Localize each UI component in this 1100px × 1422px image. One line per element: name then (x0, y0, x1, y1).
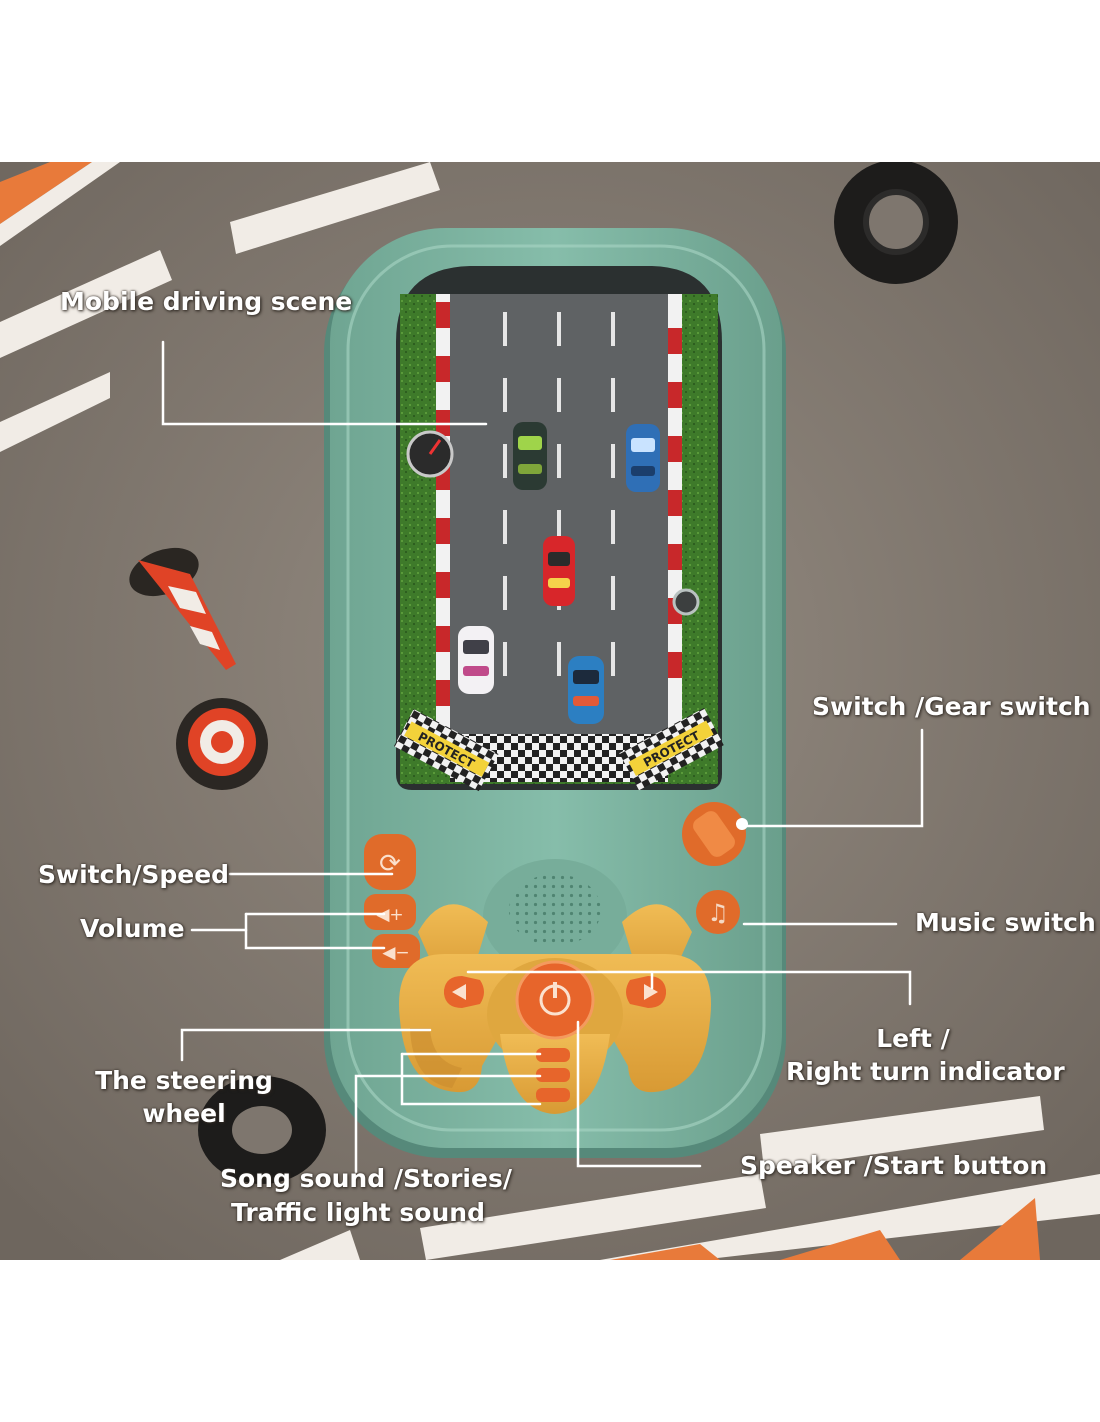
svg-text:♫: ♫ (707, 899, 729, 927)
label-left-turn: Left / (876, 1024, 950, 1053)
traffic-cone-lying (129, 547, 236, 670)
leader-lines (161, 340, 924, 1174)
toy-photo-scene: PROTECT PROTECT (0, 162, 1100, 1260)
svg-text:⟳: ⟳ (379, 849, 401, 879)
track-barriers (0, 162, 1100, 1260)
label-switch-gear-switch: Switch /Gear switch (812, 692, 1091, 721)
sound-buttons[interactable] (536, 1048, 570, 1102)
car-blue-top (626, 424, 660, 492)
svg-text:◀+: ◀+ (376, 905, 403, 925)
tire-top-right (834, 162, 958, 284)
arrow-left-icon[interactable] (444, 976, 484, 1008)
car-dark-green (513, 422, 547, 490)
music-note-icon[interactable]: ♫ (696, 890, 740, 934)
tire-bottom-left (198, 1076, 326, 1184)
refresh-icon[interactable]: ⟳ (364, 834, 416, 890)
traffic-cone-top-view (176, 698, 268, 790)
label-switch-speed: Switch/Speed (38, 860, 230, 889)
mobile-driving-screen: PROTECT PROTECT (393, 266, 724, 792)
label-volume: Volume (80, 914, 185, 943)
label-speaker-start-button: Speaker /Start button (740, 1151, 1048, 1180)
label-song-sound-1: Song sound /Stories/ (220, 1164, 512, 1193)
label-right-turn-indicator: Right turn indicator (786, 1057, 1065, 1086)
label-mobile-driving-scene: Mobile driving scene (60, 287, 353, 316)
speaker-grille (483, 859, 627, 975)
car-white (458, 626, 494, 694)
lane-markings (503, 312, 615, 676)
volume-up-icon[interactable]: ◀+ (364, 894, 416, 930)
volume-down-icon[interactable]: ◀− (372, 934, 420, 968)
label-steering-wheel-2: wheel (142, 1099, 226, 1128)
speedometer-gauge (406, 430, 454, 478)
arrow-right-icon[interactable] (626, 976, 666, 1008)
car-blue-bottom (568, 656, 604, 724)
gear-knob-icon[interactable] (682, 802, 748, 866)
car-red (543, 536, 575, 606)
power-icon[interactable] (515, 960, 595, 1040)
right-curb (668, 294, 682, 764)
left-curb (436, 294, 450, 764)
screen-side-button (672, 588, 700, 616)
label-steering-wheel-1: The steering (95, 1066, 273, 1095)
label-music-switch: Music switch (915, 908, 1096, 937)
label-song-sound-2: Traffic light sound (231, 1198, 485, 1227)
svg-text:◀−: ◀− (382, 943, 409, 963)
